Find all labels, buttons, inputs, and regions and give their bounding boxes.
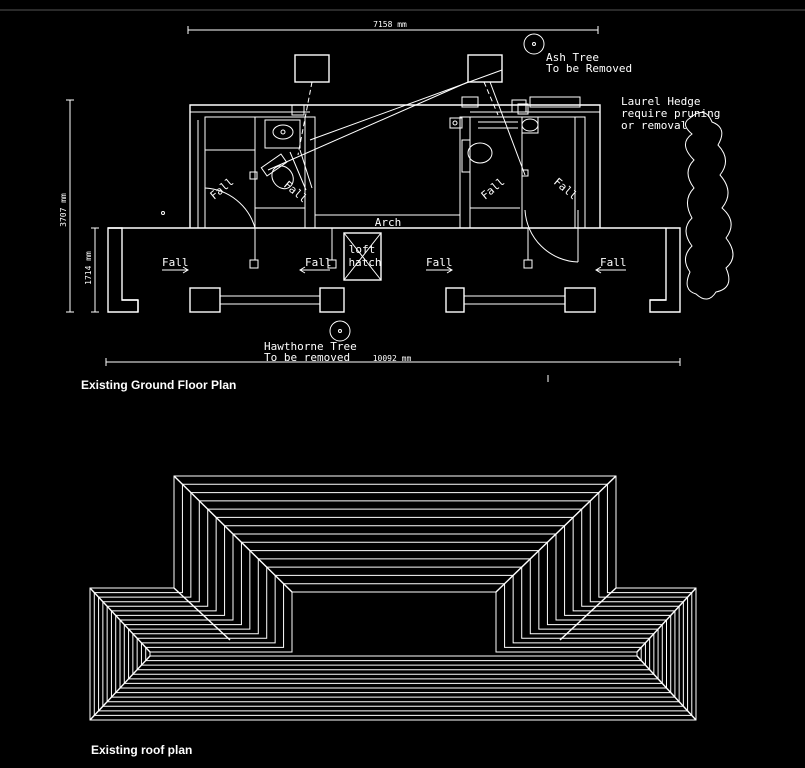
roof-hip-line — [89, 655, 151, 721]
laurel-label-1: Laurel Hedge — [621, 95, 700, 108]
window-strip — [291, 104, 305, 116]
roof-contour-line — [149, 591, 638, 657]
left-wc-fixtures — [161, 119, 313, 229]
roof-hip-line — [559, 587, 617, 641]
fall-label: Fall — [162, 256, 189, 269]
arch-label: Arch — [375, 216, 402, 229]
fall-arrow-3: Fall — [426, 256, 453, 274]
roof-hip-line — [173, 475, 293, 593]
laurel-label-2: require pruning — [621, 107, 720, 120]
caption-ground-floor: Existing Ground Floor Plan — [81, 378, 236, 392]
dimension-total-width: 10092 mm — [105, 354, 681, 366]
window-strip — [461, 96, 479, 108]
loft-hatch-label-2: hatch — [348, 256, 381, 269]
fall-label: Fall — [600, 256, 627, 269]
fall-label: Fall — [208, 175, 237, 202]
drain-line — [267, 81, 469, 171]
fall-arrow-4: Fall — [595, 256, 627, 274]
dimension-height-left: 3707 mm — [59, 99, 74, 313]
dimension-overall-width: 7158 mm — [187, 20, 599, 34]
roof-plan: Existing roof plan — [89, 475, 697, 757]
ash-tree-label-1: Ash Tree — [546, 51, 599, 64]
drain-line — [483, 81, 499, 116]
fall-label: Fall — [305, 256, 332, 269]
fall-arrow-7: Fall — [479, 175, 508, 202]
dimension-label-7158: 7158 mm — [373, 20, 407, 29]
dimension-label-10092: 10092 mm — [373, 354, 412, 363]
laurel-hedge: Laurel Hedge require pruning or removal — [621, 95, 734, 300]
dimension-height-front: 1714 mm — [84, 227, 99, 313]
drain-gullies — [249, 228, 533, 269]
drain-line — [297, 81, 313, 156]
dimension-label-3707: 3707 mm — [59, 193, 68, 227]
hawthorne-tree: Hawthorne Tree To be removed — [264, 320, 357, 364]
hawthorne-label-1: Hawthorne Tree — [264, 340, 357, 353]
right-wc-fixtures — [449, 103, 579, 263]
roof-hip-line — [89, 587, 151, 653]
laurel-label-3: or removal — [621, 119, 687, 132]
roof-hatching — [89, 475, 697, 721]
roof-hip-line — [636, 587, 697, 653]
ash-tree-label-2: To be Removed — [546, 62, 632, 75]
window-strip — [529, 96, 581, 108]
manhole-right — [467, 54, 503, 83]
ash-tree: Ash Tree To be Removed — [523, 33, 632, 75]
fall-arrow-5: Fall — [208, 175, 237, 202]
manhole-left — [294, 54, 330, 83]
dimension-label-1714: 1714 mm — [84, 251, 93, 285]
fall-arrow-1: Fall — [162, 256, 189, 274]
roof-hip-line — [636, 655, 697, 721]
roof-contour-line — [145, 583, 642, 662]
front-window-left — [189, 287, 345, 313]
fall-label: Fall — [426, 256, 453, 269]
ground-floor-plan: 7158 mm 3707 mm 1714 mm 10092 mm — [59, 20, 734, 392]
building-outline — [107, 104, 681, 313]
roof-hip-line — [173, 587, 231, 641]
loft-hatch-label-1: loft — [349, 243, 376, 256]
roof-contour-line — [93, 483, 693, 716]
roof-contour-line — [132, 558, 655, 675]
roof-hip-line — [495, 475, 617, 593]
fall-label: Fall — [479, 175, 508, 202]
front-window-right — [445, 287, 596, 313]
loft-hatch: loft hatch — [343, 232, 382, 281]
caption-roof: Existing roof plan — [91, 743, 192, 757]
hawthorne-label-2: To be removed — [264, 351, 350, 364]
window-strip — [511, 99, 527, 113]
drain-line — [309, 69, 503, 141]
fall-arrow-2: Fall — [299, 256, 332, 274]
